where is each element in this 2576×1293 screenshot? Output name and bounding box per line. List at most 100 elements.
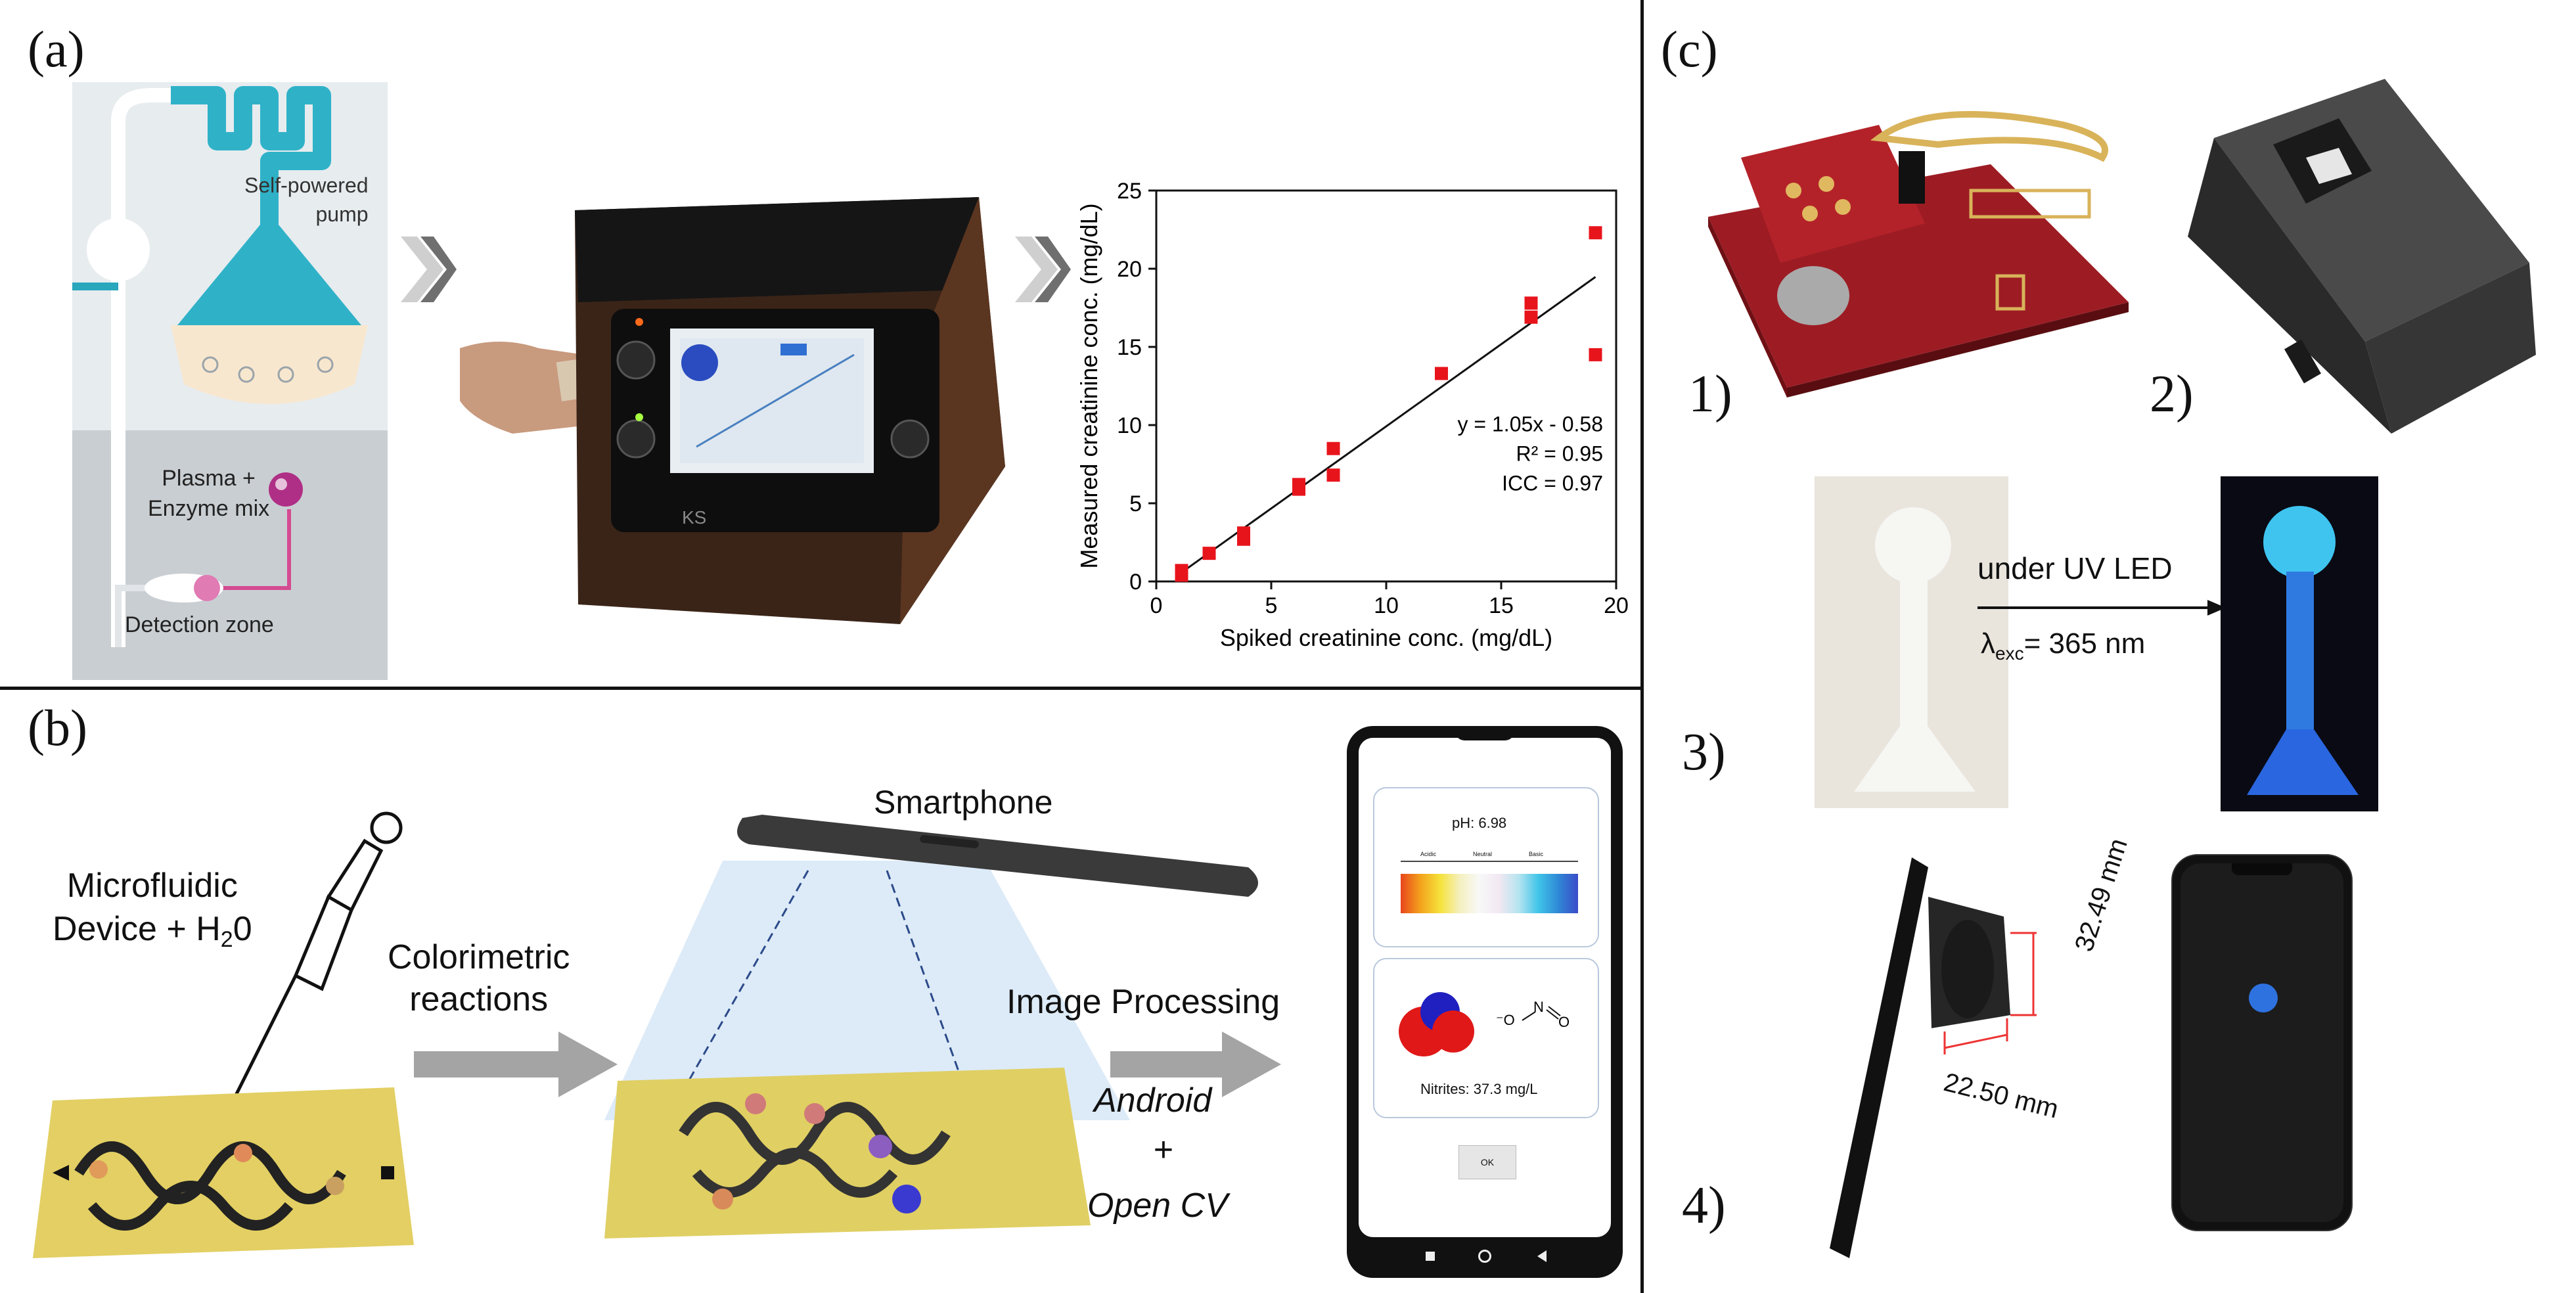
- home-nav-icon[interactable]: [1478, 1250, 1491, 1263]
- lambda-label: λexc= 365 nm: [1981, 627, 2145, 664]
- svg-text:O: O: [1558, 1014, 1570, 1030]
- ok-button-label: OK: [1480, 1157, 1495, 1168]
- data-point: [1326, 442, 1340, 455]
- microfluidic-text: Microfluidic Device + H: [53, 867, 238, 948]
- enclosure-render-image: [2188, 79, 2536, 434]
- vertical-divider: [1640, 0, 1644, 1293]
- data-point: [1524, 310, 1538, 324]
- x-tick-label: 10: [1374, 593, 1399, 618]
- fit-annotation: ICC = 0.97: [1502, 472, 1603, 495]
- phone-screen: pH: 6.98 Acidic Neutral Basic ⁻O N O Nit…: [1359, 738, 1611, 1237]
- item-4-label: 4): [1682, 1177, 1726, 1235]
- y-tick-label: 20: [1117, 257, 1142, 282]
- lambda-value: = 365 nm: [2023, 627, 2146, 660]
- data-point: [1435, 367, 1448, 380]
- x-axis-label: Spiked creatinine conc. (mg/dL): [1220, 624, 1552, 651]
- data-point: [1326, 468, 1340, 482]
- svg-text:N: N: [1533, 999, 1544, 1015]
- data-point: [1237, 526, 1250, 540]
- ph-neutral: Neutral: [1473, 851, 1493, 857]
- y-tick-label: 0: [1129, 570, 1142, 595]
- subscript-2: 2: [220, 927, 233, 952]
- panel-a-label: (a): [28, 20, 85, 78]
- android-label: Android: [1094, 1081, 1212, 1120]
- ph-scale-line: [1401, 861, 1578, 862]
- ph-value: pH: 6.98: [1452, 815, 1507, 831]
- pump-device-graphic: [72, 82, 388, 680]
- data-point: [1589, 226, 1602, 240]
- ph-basic: Basic: [1529, 851, 1544, 857]
- paper-strip-visible-photo: [1815, 476, 2008, 808]
- data-point: [1175, 564, 1188, 578]
- item-2-label: 2): [2150, 365, 2194, 423]
- fit-line: [1181, 276, 1596, 574]
- y-axis-label: Measured creatinine conc. (mg/dL): [1075, 203, 1102, 568]
- smartphone-chip-image: [604, 815, 1258, 1238]
- data-point: [1524, 296, 1538, 310]
- nitrites-readout: Nitrites: 37.3 mg/L: [1420, 1081, 1538, 1098]
- fit-annotation: R² = 0.95: [1516, 442, 1603, 466]
- y-tick-label: 10: [1117, 413, 1142, 438]
- reader-brand-text: KS: [682, 507, 707, 528]
- chevron-arrow-icon: [1015, 237, 1071, 302]
- x-tick-label: 0: [1150, 593, 1163, 618]
- square-nav-icon[interactable]: [1426, 1252, 1435, 1261]
- item-1-label: 1): [1688, 365, 1732, 423]
- plasma-label: Plasma + Enzyme mix: [148, 466, 270, 521]
- pipette-icon: [228, 811, 403, 1108]
- colorimetric-label: Colorimetric reactions: [388, 938, 570, 1018]
- paper-strip-shape: [1854, 507, 1976, 792]
- ok-button[interactable]: OK: [1458, 1145, 1516, 1179]
- blue-dot-icon: [2249, 984, 2278, 1012]
- data-point: [1292, 478, 1305, 491]
- smartphone-notch: [2232, 863, 2292, 875]
- x-tick-label: 15: [1489, 593, 1514, 618]
- panel-b-label: (b): [28, 699, 87, 756]
- lambda-subscript: exc: [1995, 643, 2024, 664]
- ph-color-bar: [1401, 874, 1578, 913]
- item-3-label: 3): [1682, 723, 1726, 781]
- x-tick-label: 20: [1604, 593, 1629, 618]
- image-processing-label: Image Processing: [1006, 983, 1280, 1021]
- svg-text:⁻O: ⁻O: [1496, 1012, 1515, 1028]
- ph-acidic: Acidic: [1420, 851, 1437, 857]
- horizontal-divider: [0, 687, 1640, 690]
- back-nav-icon[interactable]: [1537, 1250, 1547, 1262]
- ph-card: pH: 6.98 Acidic Neutral Basic: [1373, 787, 1599, 947]
- fit-annotation: y = 1.05x - 0.58: [1458, 413, 1603, 436]
- lambda-symbol: λ: [1981, 627, 1995, 660]
- chevron-arrow-icon: [401, 237, 457, 302]
- nitrites-value: 37.3 mg/L: [1473, 1081, 1538, 1097]
- y-tick-label: 5: [1129, 491, 1142, 516]
- molecule-model-icon: [1399, 992, 1474, 1056]
- reader-device-graphic: [460, 197, 1005, 624]
- phone-mockup: pH: 6.98 Acidic Neutral Basic ⁻O N O Nit…: [1347, 726, 1623, 1278]
- paper-strip-uv-shape: [2247, 506, 2359, 795]
- nitrite-structure-icon: ⁻O N O: [1496, 999, 1570, 1030]
- pump-label: Self-powered pump: [244, 173, 369, 226]
- data-point: [1589, 348, 1602, 361]
- y-tick-label: 15: [1117, 335, 1142, 360]
- data-point: [1202, 547, 1216, 560]
- reader-device-photo: [460, 184, 1012, 644]
- arrow-icon: [1977, 600, 2226, 616]
- detection-zone-label: Detection zone: [125, 612, 274, 637]
- smartphone-screen: [2181, 863, 2343, 1222]
- nitrites-label: Nitrites:: [1420, 1081, 1470, 1097]
- zero-text: 0: [233, 910, 252, 948]
- smartphone-label: Smartphone: [874, 784, 1053, 821]
- phone-notch: [1455, 726, 1514, 740]
- pump-device-schematic: [72, 82, 388, 680]
- pcb-render-image: [1708, 111, 2129, 397]
- panel-c-label: (c): [1661, 20, 1718, 78]
- nitrite-card: ⁻O N O Nitrites: 37.3 mg/L: [1373, 958, 1599, 1118]
- microfluidic-label: Microfluidic Device + H20: [53, 864, 252, 961]
- uv-led-label: under UV LED: [1977, 551, 2173, 585]
- plus-label: +: [1153, 1131, 1173, 1169]
- opencv-label: Open CV: [1087, 1187, 1228, 1225]
- clip-attachment-render: [1830, 857, 2037, 1258]
- arrow-icon: [414, 1032, 618, 1097]
- paper-strip-uv-photo: [2221, 476, 2378, 811]
- x-tick-label: 5: [1265, 593, 1278, 618]
